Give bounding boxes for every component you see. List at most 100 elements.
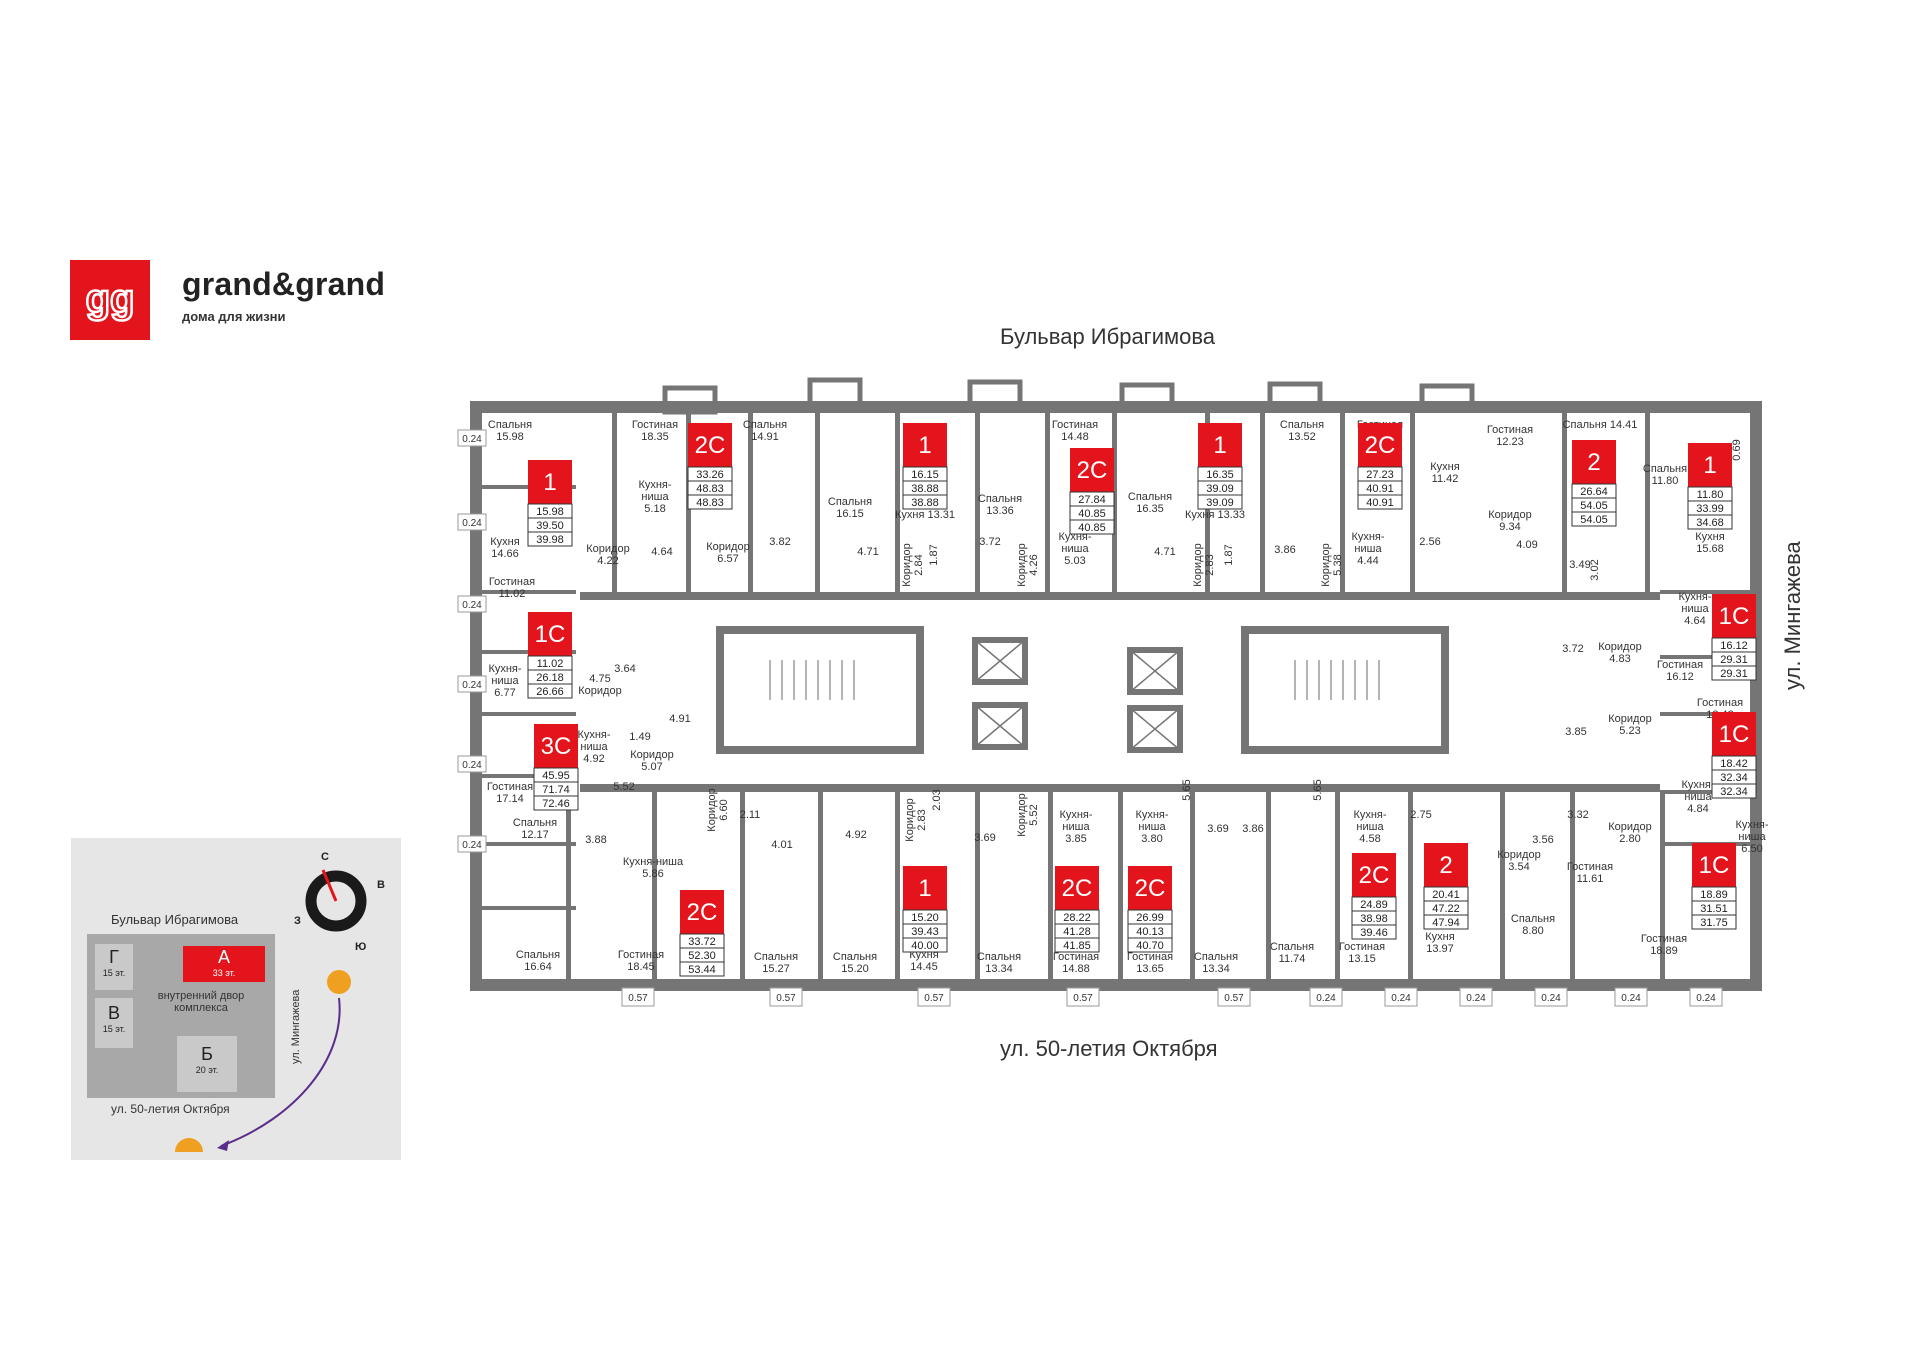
svg-text:Гостиная: Гостиная [1127,951,1173,963]
courtyard-line-2: комплекса [174,1002,228,1014]
apartment-type: 3С [541,733,572,760]
apartment-area: 39.98 [536,534,564,546]
svg-text:Спальня: Спальня [1128,491,1172,503]
apartment-area: 33.26 [696,469,724,481]
partition-left [476,842,576,846]
facade-bay [1267,381,1323,411]
svg-text:0.24: 0.24 [462,840,482,851]
apartment-type: 1С [535,621,566,648]
svg-text:4.71: 4.71 [1154,546,1175,558]
svg-text:13.52: 13.52 [1288,431,1316,443]
svg-text:14.91: 14.91 [751,431,779,443]
apartment-area: 53.44 [688,964,716,976]
apartment-area: 39.50 [536,520,564,532]
apartment-badges[interactable]: 115.9839.5039.982С33.2648.8348.83116.153… [527,423,1757,977]
svg-text:1.87: 1.87 [1223,544,1235,565]
svg-text:15.98: 15.98 [496,431,524,443]
building-g[interactable]: Г 15 эт. [95,944,133,990]
apartment-area-cell [1423,914,1469,930]
svg-text:5.52: 5.52 [1028,804,1040,825]
room-label: 2.11 [740,809,761,821]
building-b[interactable]: Б 20 эт. [177,1036,237,1092]
apartment-type: 1 [1213,432,1226,459]
svg-text:0.24: 0.24 [1466,993,1486,1004]
building-v[interactable]: В 15 эт. [95,998,133,1048]
svg-text:3.56: 3.56 [1532,834,1553,846]
svg-text:ниша: ниша [1684,791,1712,803]
svg-text:Кухня: Кухня [1425,931,1454,943]
apartment-area-cell [533,795,579,811]
balcony-label: 0.57 [1217,987,1251,1007]
svg-text:Коридор: Коридор [904,798,916,841]
svg-text:Спальня: Спальня [1280,419,1324,431]
apartment-type: 1С [1719,603,1750,630]
site-minimap: Бульвар Ибрагимова Г 15 эт. В 15 эт. А 3… [71,838,401,1160]
svg-text:0.57: 0.57 [1073,993,1093,1004]
brand-tagline: дома для жизни [182,309,286,324]
svg-text:Гостиная: Гостиная [1657,659,1703,671]
svg-text:Кухня-: Кухня- [1135,809,1168,821]
svg-text:Коридор: Коридор [1320,543,1332,586]
partition-bottom [895,792,900,985]
apartment-type: 2С [695,432,726,459]
svg-text:Кухня-: Кухня- [1353,809,1386,821]
room-label: 3.72 [979,536,1000,548]
svg-text:Гостиная: Гостиная [1567,861,1613,873]
building-a[interactable]: А 33 эт. [183,946,265,982]
svg-text:18.35: 18.35 [641,431,669,443]
partition-left [476,906,576,910]
gg-logo-icon: gg [84,276,135,323]
partition-right [1660,590,1756,594]
room-label: Спальня 14.41 [1563,419,1638,431]
street-label-bottom: ул. 50-летия Октября [1000,1036,1218,1061]
svg-text:3.85: 3.85 [1065,833,1086,845]
room-label: 4.09 [1516,539,1537,551]
svg-text:5.23: 5.23 [1619,725,1640,737]
partition-top [612,407,617,592]
balcony-label: 0.24 [457,835,487,853]
svg-text:4.22: 4.22 [597,555,618,567]
apartment-area-cell [1691,914,1737,930]
elevator-shaft [972,702,1028,750]
svg-text:0.24: 0.24 [462,600,482,611]
apartment-area: 34.68 [1696,517,1724,529]
svg-text:2.84: 2.84 [913,554,925,575]
balcony-label: 0.24 [1614,987,1648,1007]
partition-bottom [740,792,745,985]
